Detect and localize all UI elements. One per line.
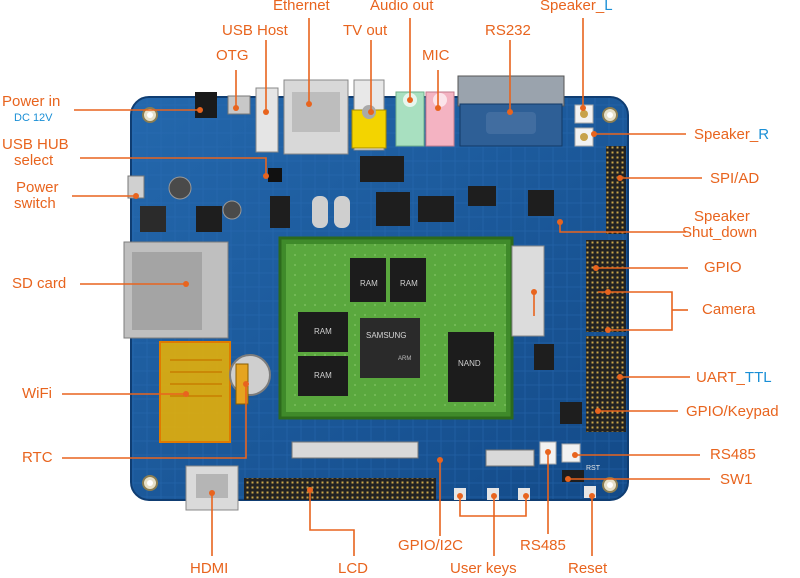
label-speaker-l-prefix: Speaker_ <box>540 0 605 14</box>
wifi-module <box>159 341 231 443</box>
right-headers <box>534 146 626 432</box>
rst-silk: RST <box>586 465 601 472</box>
label-rs232: RS232 <box>485 22 531 39</box>
chip-label-ram-1: RAM <box>360 279 378 288</box>
label-user-keys: User keys <box>450 560 517 577</box>
label-ethernet: Ethernet <box>273 0 330 14</box>
label-uart-suffix: TTL <box>744 369 772 386</box>
chip-label-samsung: SAMSUNG <box>366 331 406 340</box>
label-speaker-r-prefix: Speaker_ <box>694 126 759 143</box>
label-power-switch: switch <box>14 195 56 212</box>
label-rs485-right: RS485 <box>710 446 756 463</box>
label-mic: MIC <box>422 47 450 64</box>
rtc-battery <box>229 354 271 405</box>
label-rs485-bottom: RS485 <box>520 537 566 554</box>
left-components <box>123 168 350 339</box>
label-speaker-r: Speaker_R <box>694 127 769 143</box>
label-tv-out: TV out <box>343 22 388 39</box>
label-uart-prefix: UART_ <box>696 369 745 386</box>
label-usb-host: USB Host <box>222 22 288 39</box>
label-speaker-l: Speaker_L <box>540 0 613 14</box>
label-uart-ttl: UART_TTL <box>696 370 772 386</box>
label-sd-card: SD card <box>12 275 67 292</box>
label-rtc: RTC <box>22 449 53 466</box>
label-speaker-l-suffix: L <box>604 0 613 14</box>
label-speaker-shutdown-1: Speaker <box>694 208 750 225</box>
label-usb-hub-select: select <box>14 152 54 169</box>
label-speaker-shutdown-2: Shut_down <box>682 224 758 241</box>
chip-label-ram-4: RAM <box>314 371 332 380</box>
label-audio-out: Audio out <box>370 0 434 14</box>
label-speaker-r-suffix: R <box>758 126 770 143</box>
som-module: RAM RAM RAM RAM SAMSUNG ARM NAND <box>278 236 545 420</box>
chip-label-ram-3: RAM <box>314 327 332 336</box>
leader-dots <box>133 97 623 499</box>
label-spi-ad: SPI/AD <box>710 170 760 187</box>
label-power-in: Power in <box>2 93 61 110</box>
label-reset: Reset <box>568 560 608 577</box>
label-usb-hub: USB HUB <box>2 136 69 153</box>
label-gpio: GPIO <box>704 259 742 276</box>
chip-label-nand: NAND <box>458 359 481 368</box>
label-sw1: SW1 <box>720 471 753 488</box>
label-hdmi: HDMI <box>190 560 229 577</box>
label-dc-12v: DC 12V <box>14 112 53 124</box>
mounting-holes <box>142 107 618 493</box>
leader-lines <box>62 18 710 556</box>
bottom-connectors: RST <box>185 441 601 511</box>
label-otg: OTG <box>216 47 249 64</box>
chip-label-arm: ARM <box>398 356 411 362</box>
chip-label-ram-2: RAM <box>400 279 418 288</box>
label-gpio-i2c: GPIO/I2C <box>398 537 464 554</box>
label-wifi: WiFi <box>22 385 52 402</box>
label-power: Power <box>16 179 59 196</box>
support-chips <box>360 156 554 226</box>
label-camera: Camera <box>702 301 756 318</box>
label-gpio-keypad: GPIO/Keypad <box>686 403 779 420</box>
label-lcd: LCD <box>338 560 369 577</box>
